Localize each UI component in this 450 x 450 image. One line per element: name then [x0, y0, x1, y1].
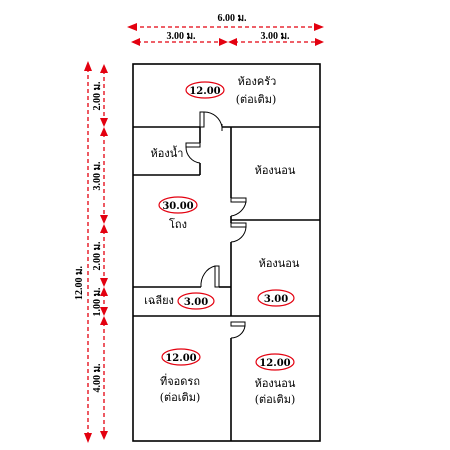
arrow-up-icon — [100, 224, 108, 233]
area-badge — [257, 289, 295, 307]
arrow-down-icon — [84, 433, 92, 443]
room-bathroom: ห้องน้ำ — [151, 145, 184, 160]
arrow-right-icon — [219, 38, 228, 46]
area-badge — [158, 196, 198, 214]
walls — [132, 63, 321, 442]
arrow-up-icon — [84, 61, 92, 71]
left-width-label: 3.00 ม. — [166, 31, 196, 42]
carport-area: 12.00 — [165, 353, 196, 364]
area-badge — [185, 81, 225, 99]
hall-area: 30.00 — [162, 201, 193, 212]
bedroom-2-area: 3.00 — [264, 294, 288, 305]
seg-1-label: 2.00 ม. — [92, 81, 103, 111]
arrow-right-icon — [315, 38, 324, 46]
arrow-down-icon — [100, 118, 108, 127]
arrow-right-icon — [314, 23, 324, 31]
arrow-left-icon — [228, 38, 237, 46]
room-carport: 12.00 ที่จอดรถ (ต่อเติม) — [160, 348, 201, 404]
hall-label: โถง — [169, 217, 187, 231]
room-bedroom-1: ห้องนอน — [255, 164, 296, 177]
bedroom-3-note: (ต่อเติม) — [255, 393, 296, 406]
arrow-up-icon — [100, 64, 108, 73]
arrow-left-icon — [131, 38, 140, 46]
seg-5-label: 4.00 ม. — [92, 363, 103, 393]
bedroom-2-label: ห้องนอน — [259, 257, 300, 270]
arrow-down-icon — [100, 307, 108, 316]
door-icon — [230, 197, 247, 217]
arrow-left-icon — [127, 23, 137, 31]
bathroom-label: ห้องน้ำ — [151, 145, 184, 160]
total-height-label: 12.00 ม. — [74, 265, 85, 300]
seg-3-label: 2.00 ม. — [92, 241, 103, 271]
arrow-down-icon — [100, 431, 108, 440]
area-badge — [255, 353, 295, 371]
carport-label: ที่จอดรถ — [160, 373, 200, 388]
door-icon — [230, 321, 246, 339]
room-porch: เฉลียง 3.00 — [144, 292, 215, 310]
outer-wall — [132, 63, 321, 442]
bedroom-3-area: 12.00 — [259, 358, 290, 369]
area-badge — [177, 292, 215, 310]
door-icon — [199, 111, 223, 131]
top-dimensions: 6.00 ม. 3.00 ม. 3.00 ม. — [127, 13, 324, 46]
arrow-down-icon — [100, 278, 108, 287]
door-icon — [200, 265, 220, 288]
total-width-label: 6.00 ม. — [217, 13, 247, 24]
room-bedroom-3: 12.00 ห้องนอน (ต่อเติม) — [255, 353, 296, 406]
arrow-up-icon — [100, 316, 108, 325]
door-icon — [185, 142, 201, 164]
room-hall: 30.00 โถง — [158, 196, 198, 231]
doors — [185, 111, 247, 339]
kitchen-note: (ต่อเติม) — [236, 93, 277, 106]
porch-label: เฉลียง — [144, 294, 174, 307]
seg-4-label: 1.00 ม. — [92, 287, 103, 317]
kitchen-label: ห้องครัว — [238, 75, 277, 88]
room-bedroom-2: ห้องนอน 3.00 — [257, 257, 300, 307]
seg-2-label: 3.00 ม. — [92, 161, 103, 191]
right-width-label: 3.00 ม. — [260, 31, 290, 42]
arrow-down-icon — [100, 215, 108, 224]
porch-area: 3.00 — [184, 297, 208, 308]
door-icon — [230, 222, 247, 243]
room-kitchen: 12.00 ห้องครัว (ต่อเติม) — [185, 75, 277, 106]
bedroom-3-label: ห้องนอน — [255, 377, 296, 390]
carport-note: (ต่อเติม) — [160, 391, 201, 404]
arrow-up-icon — [100, 287, 108, 296]
left-dimensions: 12.00 ม. 2.00 ม. 3.00 ม. 2.00 ม. 1.00 ม.… — [74, 61, 108, 443]
bedroom-1-label: ห้องนอน — [255, 164, 296, 177]
kitchen-area: 12.00 — [189, 86, 220, 97]
area-badge — [161, 348, 201, 366]
arrow-up-icon — [100, 127, 108, 136]
